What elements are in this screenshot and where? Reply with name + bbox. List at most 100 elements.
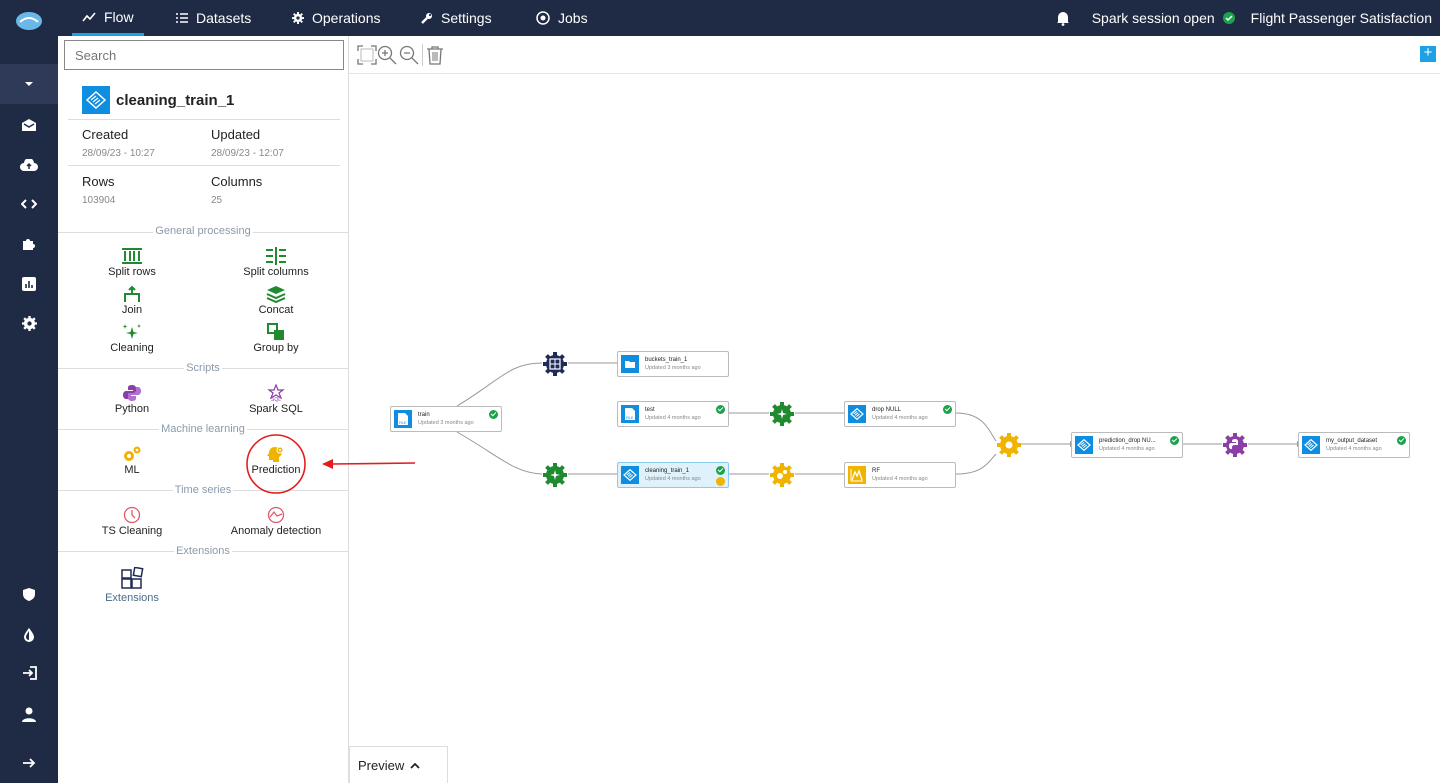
node-name: buckets_train_1 <box>645 357 688 363</box>
caret-down-icon <box>25 82 33 86</box>
updated-label: Updated <box>211 127 261 142</box>
created-value: 28/09/23 - 10:27 <box>82 148 155 159</box>
op-concat[interactable]: Concat <box>216 285 336 316</box>
preview-toggle[interactable]: Preview <box>349 746 448 783</box>
left-sidebar <box>0 0 58 783</box>
sign-in-icon <box>22 666 37 680</box>
session-area: Spark session open Flight Passenger Sati… <box>1056 0 1432 36</box>
node-name: cleaning_train_1 <box>645 468 690 474</box>
divider <box>68 165 340 166</box>
preview-label: Preview <box>358 757 405 773</box>
tab-flow[interactable]: Flow <box>72 0 144 36</box>
zoom-in-icon[interactable] <box>377 45 397 65</box>
flow-op-ml-yellow-icon[interactable] <box>769 462 795 488</box>
dropdown-toggle[interactable] <box>0 64 58 104</box>
search-input[interactable] <box>64 40 344 70</box>
status-ok-icon <box>489 410 498 419</box>
op-python[interactable]: Python <box>72 384 192 415</box>
tab-datasets[interactable]: Datasets <box>176 0 251 36</box>
sidebar-inbox[interactable] <box>0 105 58 145</box>
inbox-icon <box>22 119 36 131</box>
tab-label: Flow <box>104 8 134 25</box>
sidebar-login[interactable] <box>0 653 58 693</box>
node-updated: Updated 4 months ago <box>645 415 701 421</box>
bell-icon[interactable] <box>1056 10 1070 26</box>
flow-op-cleaning-green-icon[interactable] <box>542 462 568 488</box>
sidebar-code[interactable] <box>0 184 58 224</box>
gear-icon <box>292 12 304 24</box>
sidebar-extensions[interactable] <box>0 224 58 264</box>
session-status: Spark session open <box>1091 10 1215 26</box>
rows-info: Rows 103904 <box>82 174 115 206</box>
op-join[interactable]: Join <box>72 285 192 316</box>
flow-op-python-purple-icon[interactable] <box>1222 432 1248 458</box>
sidebar-user[interactable] <box>0 694 58 734</box>
spark-sql-icon: SQL <box>267 384 285 402</box>
tab-jobs[interactable]: Jobs <box>536 0 588 36</box>
sidebar-security[interactable] <box>0 574 58 614</box>
add-node-button[interactable]: + <box>1420 45 1436 62</box>
flow-op-prediction-yellow-icon[interactable] <box>996 432 1022 458</box>
node-name: prediction_drop NU... <box>1099 438 1156 444</box>
op-split-rows[interactable]: Split rows <box>72 247 192 278</box>
op-label: Spark SQL <box>249 403 303 415</box>
tab-operations[interactable]: Operations <box>292 0 380 36</box>
wrench-icon <box>421 12 432 24</box>
created-info: Created 28/09/23 - 10:27 <box>82 127 155 159</box>
op-ml[interactable]: ML <box>72 445 192 476</box>
tab-settings[interactable]: Settings <box>420 0 492 36</box>
fit-screen-icon[interactable] <box>357 45 377 65</box>
op-label: Anomaly detection <box>230 525 322 537</box>
op-cleaning[interactable]: Cleaning <box>72 323 192 354</box>
dataset-icon <box>848 405 866 423</box>
op-prediction[interactable]: Prediction <box>216 445 336 476</box>
op-group-by[interactable]: Group by <box>216 323 336 354</box>
divider <box>68 119 340 120</box>
clock-icon <box>123 506 141 524</box>
sidebar-theme[interactable] <box>0 614 58 654</box>
op-label: ML <box>124 464 140 476</box>
contrast-drop-icon <box>24 627 34 642</box>
op-ts-cleaning[interactable]: TS Cleaning <box>72 506 192 537</box>
sidebar-upload[interactable] <box>0 145 58 185</box>
lightning-badge-icon <box>716 477 725 486</box>
sidebar-expand[interactable] <box>0 743 58 783</box>
cog-icon <box>21 315 37 331</box>
trash-icon[interactable] <box>425 45 445 65</box>
zoom-out-icon[interactable] <box>399 45 419 65</box>
op-label: Split columns <box>243 266 309 278</box>
prediction-head-icon <box>267 446 284 462</box>
svg-text:FILE: FILE <box>626 416 634 420</box>
op-anomaly-detection[interactable]: Anomaly detection <box>216 506 336 537</box>
op-split-columns[interactable]: Split columns <box>216 247 336 278</box>
project-name[interactable]: Flight Passenger Satisfaction <box>1250 10 1432 26</box>
top-navigation: Flow Datasets Operations Settings Jobs S… <box>58 0 1440 36</box>
sidebar-settings[interactable] <box>0 303 58 343</box>
updated-info: Updated 28/09/23 - 12:07 <box>211 127 284 159</box>
user-icon <box>22 707 36 722</box>
folder-icon <box>621 355 639 373</box>
node-name: my_output_dataset <box>1326 438 1378 444</box>
app-logo-icon[interactable] <box>14 10 44 32</box>
flow-edges <box>456 360 1302 477</box>
dataset-name: cleaning_train_1 <box>116 91 235 109</box>
op-spark-sql[interactable]: SQL Spark SQL <box>216 384 336 415</box>
group-icon <box>267 323 284 340</box>
flow-node-prediction[interactable]: prediction_drop NU... Updated 4 months ag… <box>1071 432 1183 458</box>
flow-op-split-navy-icon[interactable] <box>542 351 568 377</box>
op-extensions[interactable]: Extensions <box>72 567 192 604</box>
tab-label: Jobs <box>558 10 588 26</box>
annotation-overlay <box>246 434 416 494</box>
node-updated: Updated 4 months ago <box>1099 446 1155 452</box>
sidebar-dashboard[interactable] <box>0 264 58 304</box>
flow-op-cleaning-green-icon[interactable] <box>769 401 795 427</box>
split-columns-icon <box>266 247 286 265</box>
